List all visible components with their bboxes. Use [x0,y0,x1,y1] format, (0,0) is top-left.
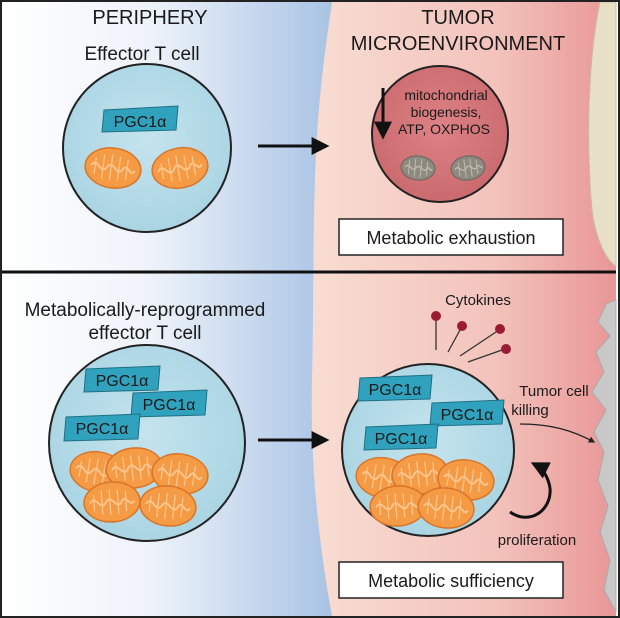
mito-text-2: biogenesis, [411,104,482,120]
tumor-edge-top [588,1,617,267]
pgc1a-box-right-3 [363,423,439,451]
pgc1a-box-right-1 [357,374,433,402]
tumor-edge-bottom [591,299,617,613]
pgc1a-box-left-3 [63,413,141,442]
tumor-killing-label-1: Tumor cell [519,383,588,400]
pgc1a-box-left-1 [83,365,161,393]
pgc1a-label-left-1: PGC1α [96,373,149,390]
cytokine-2 [457,321,467,331]
pgc1a-label-left-2: PGC1α [143,397,196,414]
metabolic-sufficiency-box [338,561,564,599]
cytokine-3 [495,324,505,334]
tumor-title-line2: MICROENVIRONMENT [351,33,565,55]
tumor-title-line1: TUMOR [421,7,494,29]
effector-t-cell [62,63,232,233]
cytokine-1 [431,311,441,321]
pgc1a-box-right-2 [429,399,505,427]
cytokines-label: Cytokines [445,292,511,309]
pgc1a-label-right-1: PGC1α [369,382,422,399]
cytokine-4 [501,344,511,354]
pgc1a-label-right-3: PGC1α [375,431,428,448]
mito-text-3: ATP, OXPHOS [398,121,490,137]
cytokine-group [435,318,503,363]
reprogrammed-cell-label-2: effector T cell [88,323,201,344]
periphery-title: PERIPHERY [92,7,207,29]
effector-t-cell-label: Effector T cell [84,44,199,65]
metabolic-sufficiency-label: Metabolic sufficiency [368,571,534,591]
pgc1a-label-left-3: PGC1α [76,421,129,438]
metabolic-exhaustion-box [338,218,564,256]
mito-text-1: mitochondrial [404,87,487,103]
metabolic-exhaustion-label: Metabolic exhaustion [366,228,535,248]
pgc1a-box-left-2 [130,389,208,418]
pgc1a-box-top [101,105,179,133]
proliferation-label: proliferation [498,532,576,549]
tumor-killing-label-2: killing [511,402,549,419]
reprogrammed-cell-label-1: Metabolically-reprogrammed [25,300,266,321]
pgc1a-label-right-2: PGC1α [441,407,494,424]
pgc1a-label-top: PGC1α [114,114,167,131]
tumor-killing-arrow [519,423,596,443]
proliferation-arrow [509,462,552,519]
